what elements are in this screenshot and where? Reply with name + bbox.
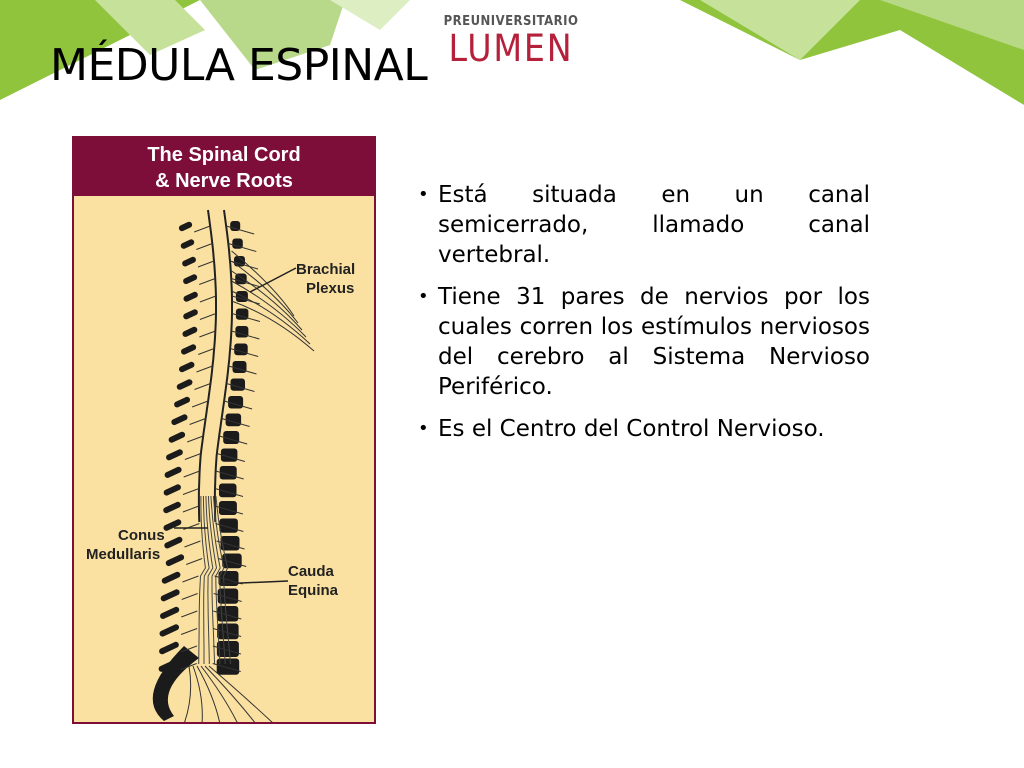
vertebrae-group	[152, 221, 249, 721]
bullet-text: Es el Centro del Control Nervioso.	[438, 416, 825, 442]
figure-header-line-2: & Nerve Roots	[155, 170, 293, 192]
label-brachial-plexus-1: Brachial	[296, 261, 355, 278]
spinal-cord-illustration: Brachial Plexus Conus Medullaris Cauda E…	[86, 209, 355, 722]
spinal-cord-figure: The Spinal Cord & Nerve Roots Brachial P…	[72, 136, 376, 724]
brand-logo: PREUNIVERSITARIO LUMEN	[436, 8, 586, 70]
bullet-icon: •	[418, 184, 429, 205]
logo-brand: LUMEN	[448, 27, 574, 70]
label-conus-medullaris-2: Medullaris	[86, 546, 160, 563]
label-cauda-equina-2: Equina	[288, 582, 339, 599]
header-banner	[0, 0, 1024, 105]
slide-title: MÉDULA ESPINAL	[50, 40, 428, 91]
bullet-item: • Es el Centro del Control Nervioso.	[416, 414, 870, 444]
bullet-icon: •	[418, 286, 429, 307]
label-conus-medullaris-1: Conus	[118, 527, 165, 544]
figure-header-line-1: The Spinal Cord	[147, 144, 301, 166]
bullet-item: • Tiene 31 pares de nervios por los cuale…	[416, 282, 870, 402]
label-cauda-equina-1: Cauda	[288, 563, 335, 580]
figure-header: The Spinal Cord & Nerve Roots	[74, 138, 374, 196]
bullet-list: • Está situada en un canal semicerrado, l…	[416, 180, 870, 456]
logo-subtitle: PREUNIVERSITARIO	[443, 14, 579, 29]
bullet-text: Tiene 31 pares de nervios por los cuales…	[438, 284, 870, 400]
label-brachial-plexus-2: Plexus	[306, 280, 354, 297]
bullet-text: Está situada en un canal semicerrado, ll…	[438, 182, 870, 268]
bullet-icon: •	[418, 418, 429, 439]
nerve-roots-group	[180, 225, 315, 722]
bullet-item: • Está situada en un canal semicerrado, l…	[416, 180, 870, 270]
